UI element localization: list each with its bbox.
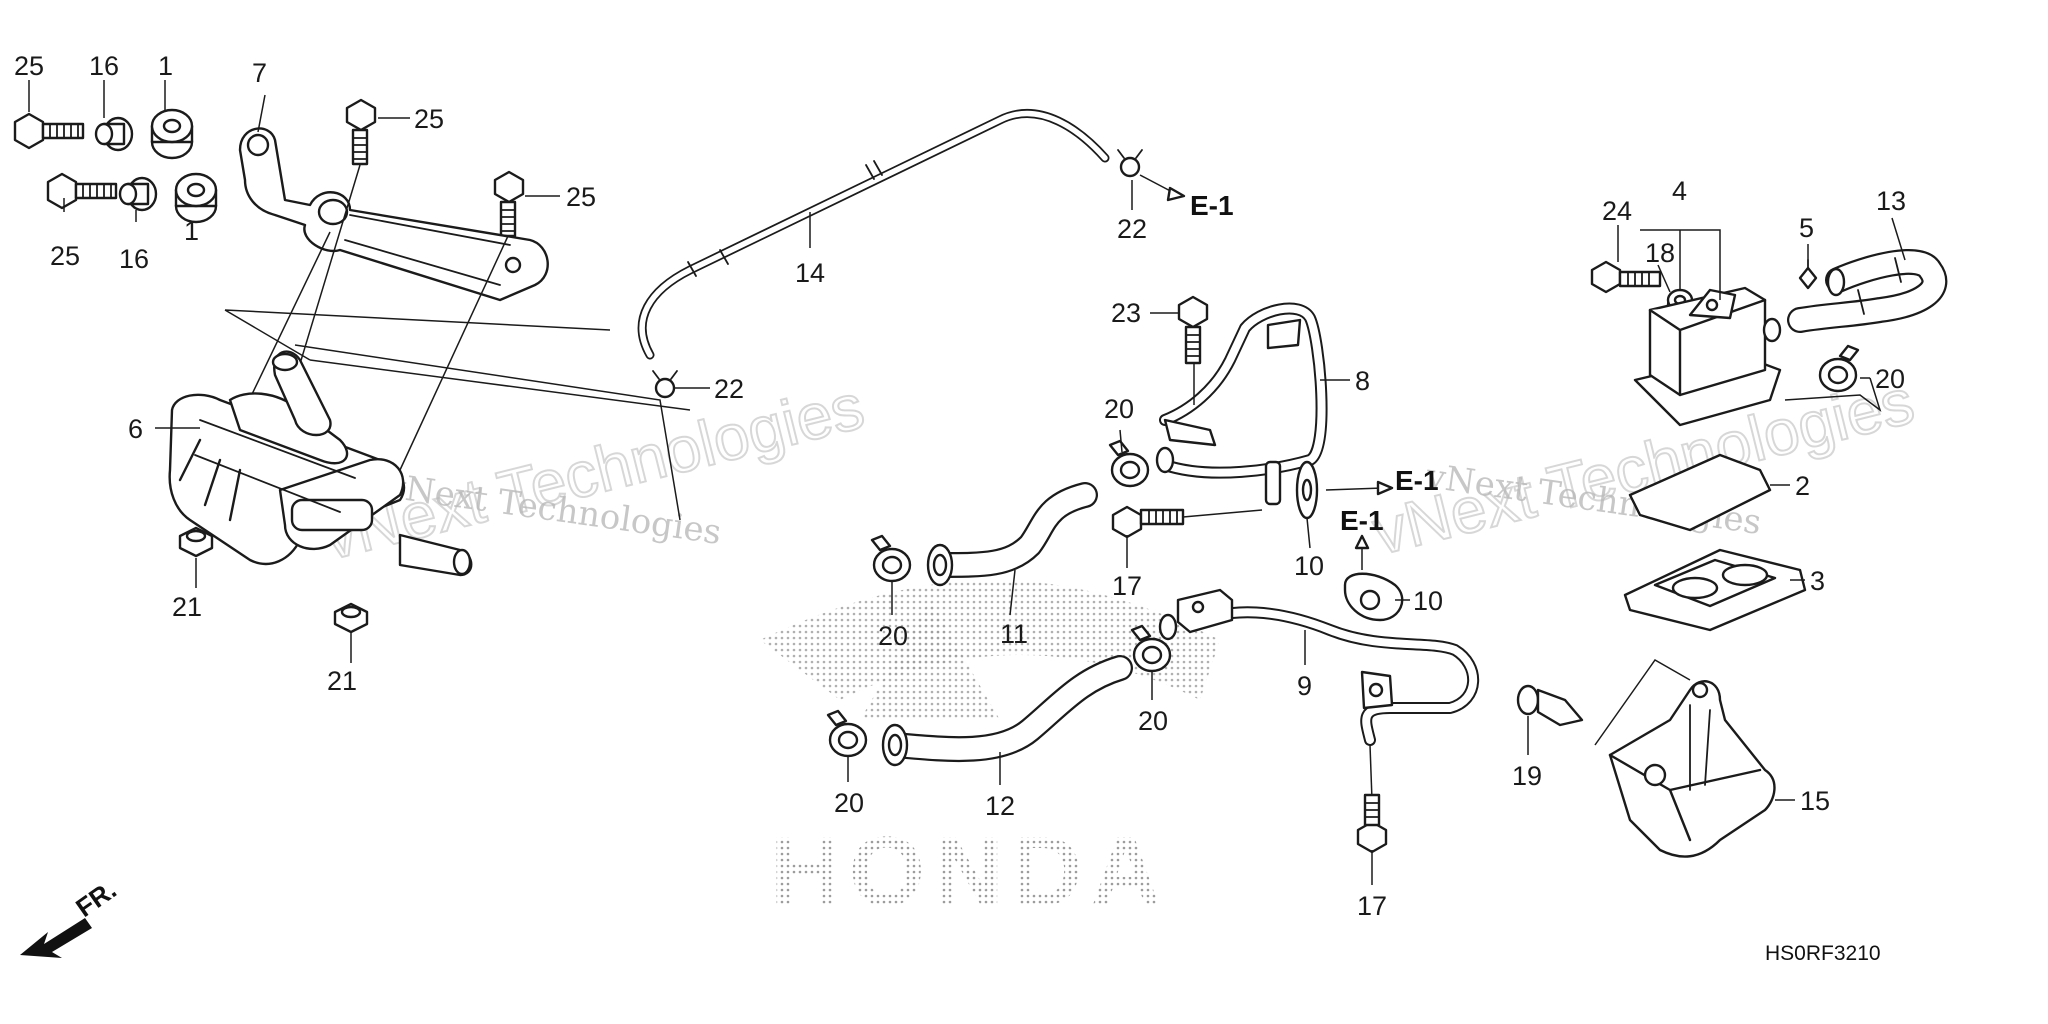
honda-wordmark: HONDA xyxy=(770,816,1169,926)
bolt-25-bracket-upper[interactable] xyxy=(345,98,377,166)
callout-7[interactable]: 7 xyxy=(252,58,267,88)
callout-17-lower[interactable]: 17 xyxy=(1357,891,1387,921)
hose-12[interactable] xyxy=(881,655,1133,767)
bolt-25-lower-left[interactable] xyxy=(46,172,118,210)
collar-16-lower[interactable] xyxy=(118,176,158,212)
clamp-20-hose13[interactable] xyxy=(1818,344,1860,393)
gasket-10-upper[interactable] xyxy=(1295,460,1319,520)
callout-19[interactable]: 19 xyxy=(1512,761,1542,791)
clamp-20-hose12[interactable] xyxy=(826,709,868,758)
callout-25-upper-left[interactable]: 25 xyxy=(14,51,44,81)
callout-22-lower[interactable]: 22 xyxy=(714,374,744,404)
callout-1-lower[interactable]: 1 xyxy=(184,216,199,246)
callout-11[interactable]: 11 xyxy=(1000,619,1028,649)
case-15[interactable] xyxy=(1608,680,1776,858)
callout-6[interactable]: 6 xyxy=(128,414,143,444)
reference-e1-middle[interactable]: E-1 xyxy=(1395,465,1439,496)
clip-22-upper[interactable] xyxy=(1117,149,1143,178)
nut-21-left[interactable] xyxy=(178,526,214,558)
front-label: FR. xyxy=(70,874,122,923)
canister-4[interactable] xyxy=(1633,286,1782,427)
callout-22-upper[interactable]: 22 xyxy=(1117,214,1147,244)
clip-5[interactable] xyxy=(1798,259,1818,290)
callout-14[interactable]: 14 xyxy=(795,258,825,288)
callout-23[interactable]: 23 xyxy=(1111,298,1141,328)
air-valve-assembly-6[interactable] xyxy=(168,350,473,577)
callout-15[interactable]: 15 xyxy=(1800,786,1830,816)
reference-e1-upper[interactable]: E-1 xyxy=(1190,190,1234,221)
bolt-25-upper-left[interactable] xyxy=(13,112,85,150)
bolt-17-upper[interactable] xyxy=(1111,505,1185,539)
grommet-1-upper[interactable] xyxy=(150,108,194,160)
front-direction-indicator: FR. xyxy=(20,874,122,958)
callout-25-lower-left[interactable]: 25 xyxy=(50,241,80,271)
callout-25-bracket-upper[interactable]: 25 xyxy=(414,104,444,134)
callout-labels: 25 16 1 7 25 25 16 1 25 6 21 21 14 22 22… xyxy=(14,51,1906,921)
callout-2[interactable]: 2 xyxy=(1795,471,1810,501)
callout-3[interactable]: 3 xyxy=(1810,566,1825,596)
grommet-1-lower[interactable] xyxy=(174,172,218,224)
callout-18[interactable]: 18 xyxy=(1645,238,1675,268)
callout-20-hose13[interactable]: 20 xyxy=(1875,364,1905,394)
callout-20-pipe9[interactable]: 20 xyxy=(1138,706,1168,736)
tube-14[interactable] xyxy=(637,109,1110,360)
callout-16-lower[interactable]: 16 xyxy=(119,244,149,274)
callout-17-upper[interactable]: 17 xyxy=(1112,571,1142,601)
clip-19[interactable] xyxy=(1516,684,1584,727)
hose-13[interactable] xyxy=(1787,249,1948,333)
bolt-23[interactable] xyxy=(1177,295,1209,365)
nut-21-right[interactable] xyxy=(333,602,369,634)
callout-10-upper[interactable]: 10 xyxy=(1294,551,1324,581)
clip-22-lower[interactable] xyxy=(652,370,678,399)
clamp-20-pipe8[interactable] xyxy=(1108,439,1150,488)
bolt-24[interactable] xyxy=(1590,260,1662,294)
callout-20-hose12[interactable]: 20 xyxy=(834,788,864,818)
pipe-9[interactable] xyxy=(1158,588,1480,746)
callout-16-upper[interactable]: 16 xyxy=(89,51,119,81)
callout-4[interactable]: 4 xyxy=(1672,176,1687,206)
hose-11[interactable] xyxy=(926,482,1098,587)
diagram-code: HS0RF3210 xyxy=(1765,942,1881,965)
callout-10-lower[interactable]: 10 xyxy=(1413,586,1443,616)
callout-1-upper[interactable]: 1 xyxy=(158,51,173,81)
collar-16-upper[interactable] xyxy=(94,116,134,152)
bracket-7[interactable] xyxy=(238,127,549,302)
callout-9[interactable]: 9 xyxy=(1297,671,1312,701)
callout-5[interactable]: 5 xyxy=(1799,213,1814,243)
callout-21-right[interactable]: 21 xyxy=(327,666,357,696)
callout-24[interactable]: 24 xyxy=(1602,196,1632,226)
callout-25-bracket-lower[interactable]: 25 xyxy=(566,182,596,212)
callout-13[interactable]: 13 xyxy=(1876,186,1906,216)
pipe-8[interactable] xyxy=(1155,302,1328,506)
callout-8[interactable]: 8 xyxy=(1355,366,1370,396)
cover-3[interactable] xyxy=(1623,548,1807,632)
reference-e1-lower[interactable]: E-1 xyxy=(1340,505,1384,536)
callout-leaders xyxy=(28,80,1906,885)
filter-element-2[interactable] xyxy=(1628,453,1772,532)
bolt-17-lower[interactable] xyxy=(1356,793,1388,854)
honda-logo-watermark: HONDA xyxy=(760,580,1220,926)
callout-12[interactable]: 12 xyxy=(985,791,1015,821)
callout-20-hose11[interactable]: 20 xyxy=(878,621,908,651)
front-arrow-icon xyxy=(20,918,92,958)
bolt-25-bracket-lower[interactable] xyxy=(493,170,525,238)
clamp-20-hose11[interactable] xyxy=(870,534,912,583)
gasket-10-lower[interactable] xyxy=(1343,572,1404,622)
clamp-20-pipe9[interactable] xyxy=(1130,624,1172,673)
callout-21-left[interactable]: 21 xyxy=(172,592,202,622)
callout-20-pipe8[interactable]: 20 xyxy=(1104,394,1134,424)
